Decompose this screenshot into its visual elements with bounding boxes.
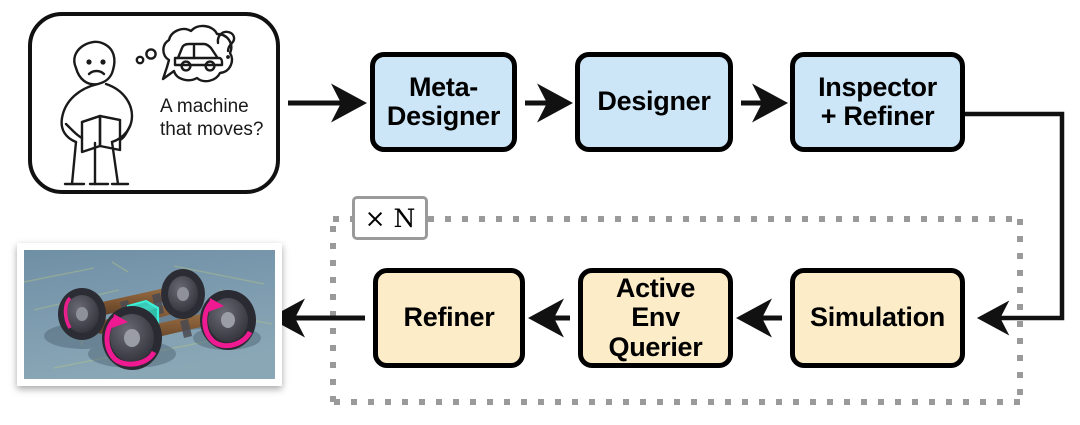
person-body-icon bbox=[60, 82, 100, 144]
question-mark-icon bbox=[216, 30, 236, 53]
stage-simulation[interactable]: Simulation bbox=[790, 268, 965, 368]
stage-designer[interactable]: Designer bbox=[575, 52, 733, 152]
arrow-inspector-refiner-to-simulation bbox=[965, 111, 1065, 336]
car-icon bbox=[173, 42, 224, 72]
loop-repeat-badge: × N bbox=[352, 196, 428, 240]
stage-designer-label: Designer bbox=[597, 86, 711, 117]
loop-repeat-badge-label: × N bbox=[364, 203, 416, 233]
stage-inspector-refiner[interactable]: Inspector + Refiner bbox=[790, 52, 965, 152]
person-head-icon bbox=[73, 40, 116, 86]
stage-simulation-label: Simulation bbox=[809, 302, 945, 333]
simulation-result-thumbnail[interactable] bbox=[17, 243, 282, 386]
stage-inspector-refiner-label: Inspector + Refiner bbox=[818, 71, 937, 131]
prompt-sketch bbox=[60, 24, 236, 186]
stage-meta-designer[interactable]: Meta- Designer bbox=[370, 52, 517, 152]
prompt-text: A machine that moves? bbox=[160, 96, 264, 140]
stage-refiner[interactable]: Refiner bbox=[373, 268, 525, 368]
stage-active-env-querier[interactable]: Active Env Querier bbox=[578, 268, 733, 368]
vehicle-wheels bbox=[58, 269, 256, 370]
stage-refiner-label: Refiner bbox=[403, 302, 495, 333]
result-render bbox=[24, 250, 275, 379]
stage-meta-designer-label: Meta- Designer bbox=[386, 71, 501, 131]
stage-active-env-querier-label: Active Env Querier bbox=[608, 273, 703, 362]
user-prompt-card: A machine that moves? bbox=[28, 12, 280, 194]
